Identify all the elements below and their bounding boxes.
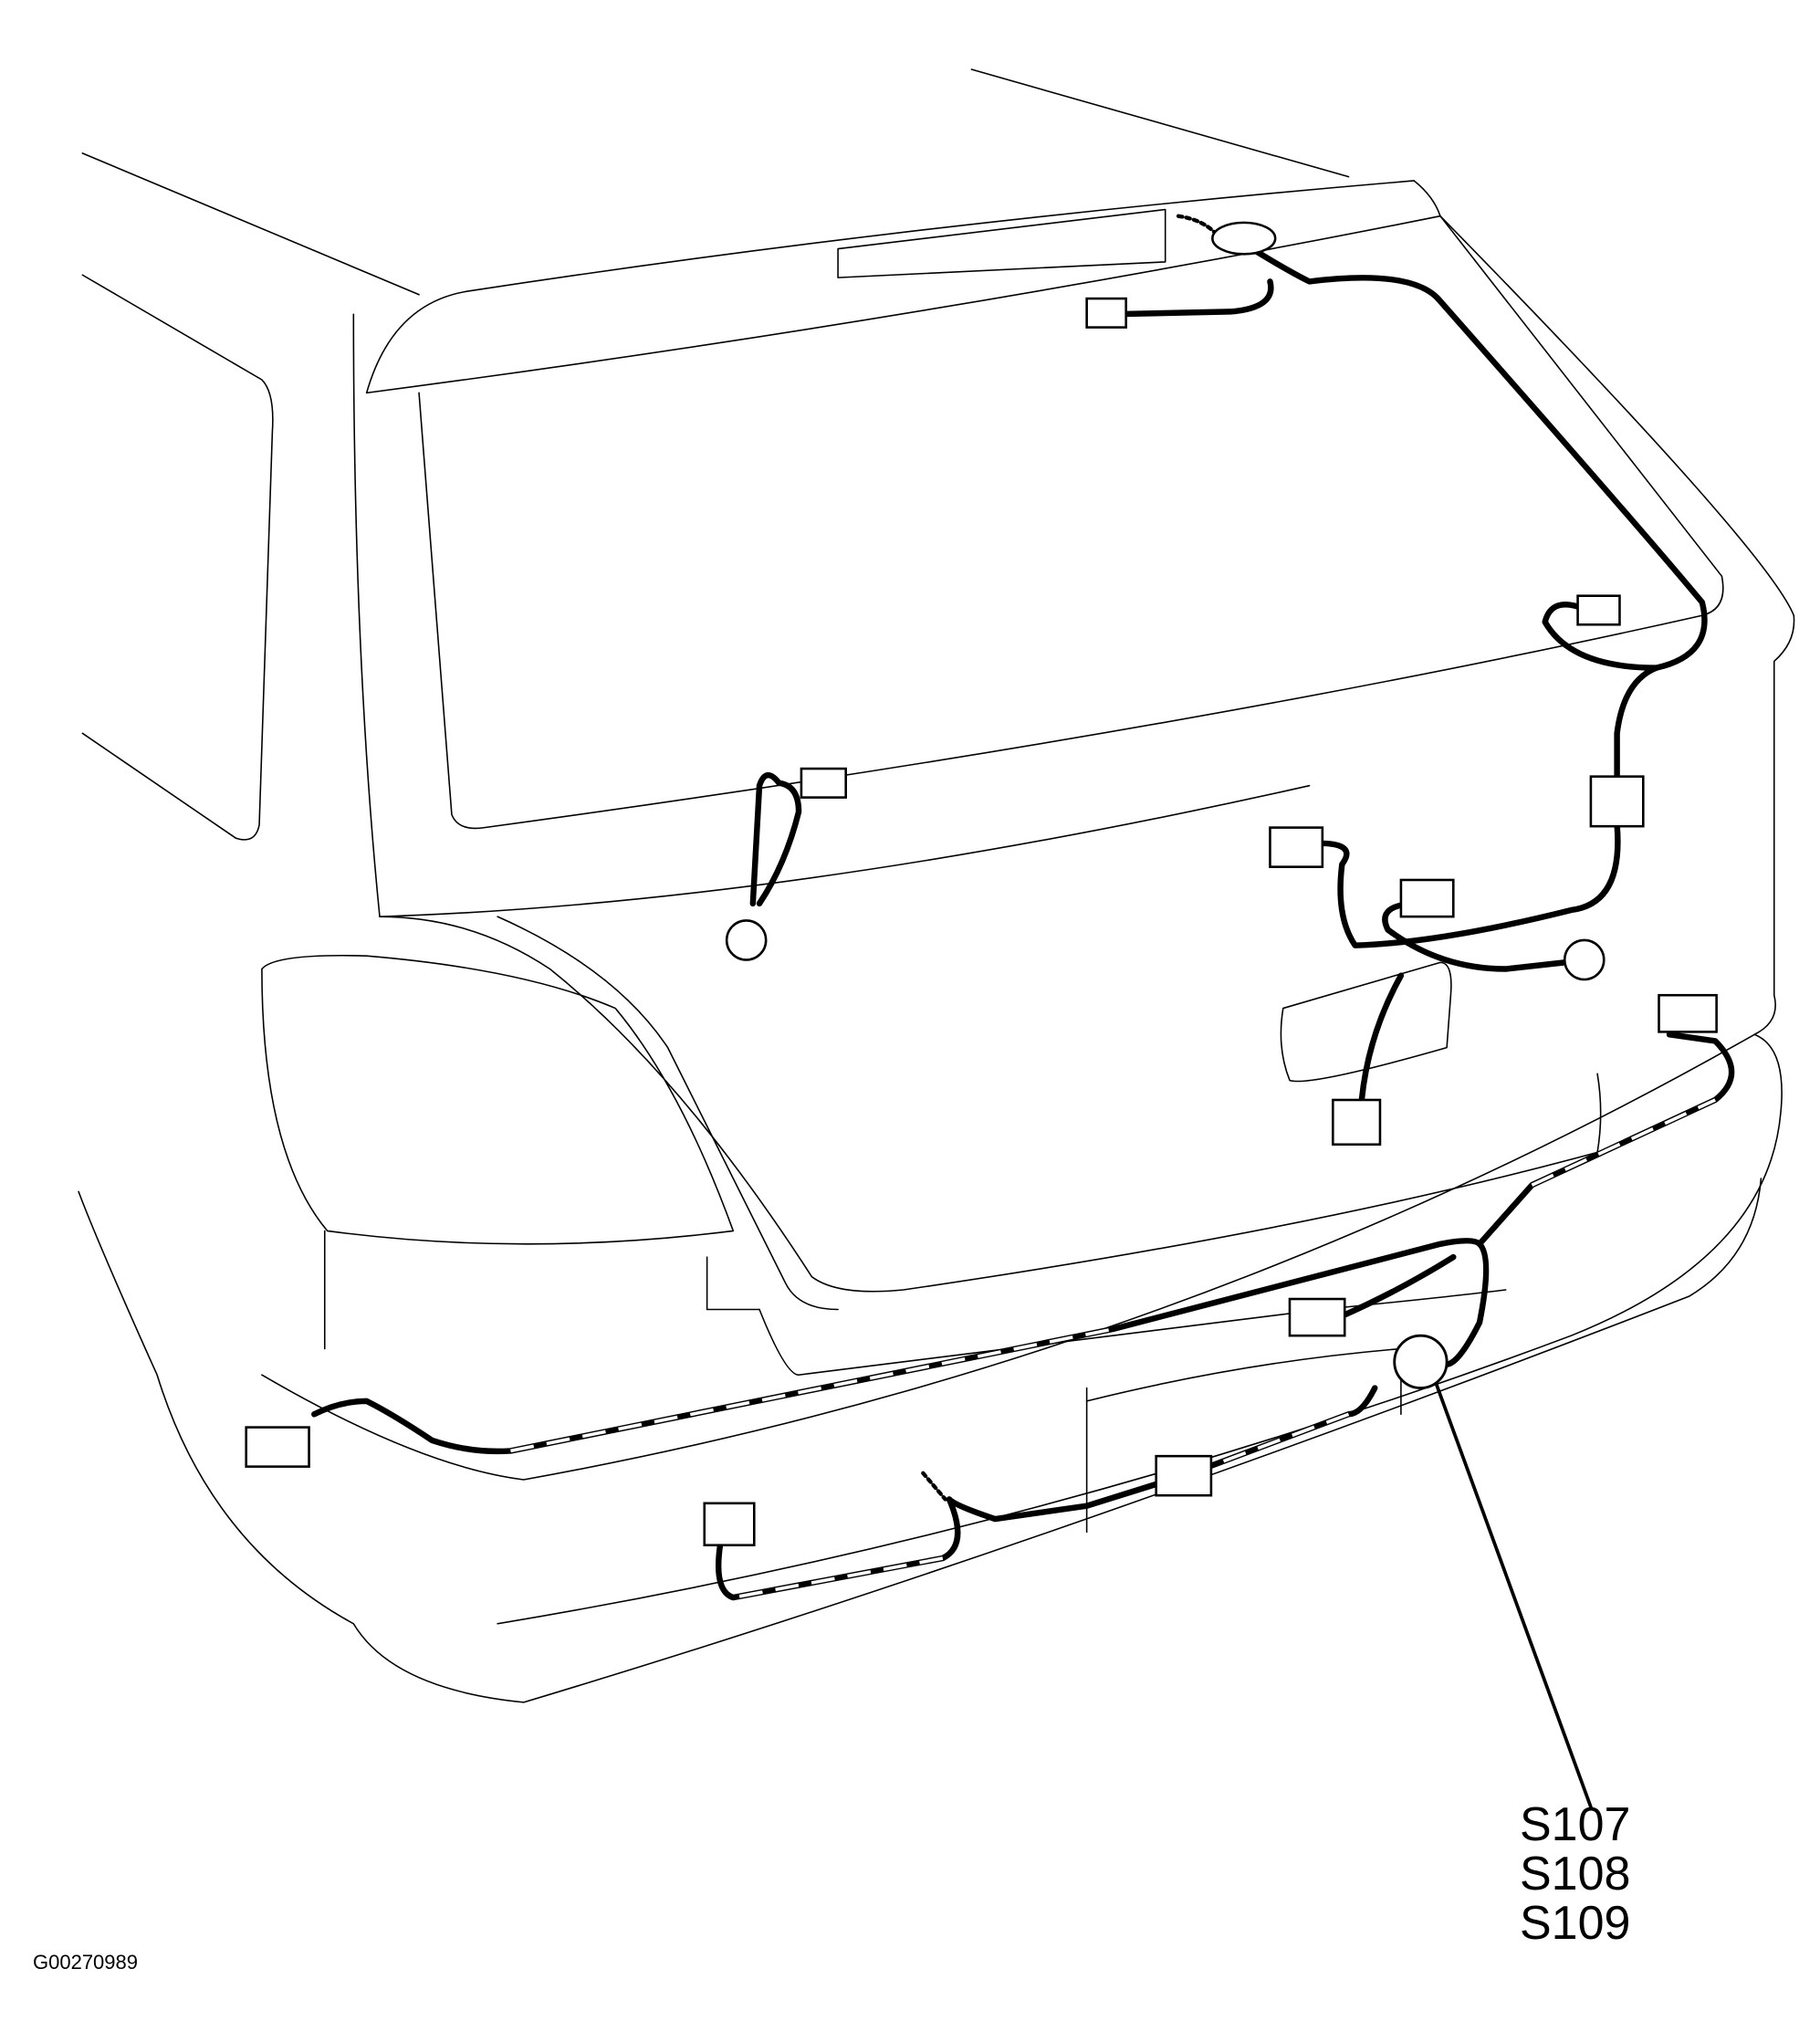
connectors: [245, 221, 1718, 1547]
splice-location-circle: [1393, 1334, 1449, 1390]
ground-terminal: [725, 919, 768, 961]
splice-label: S108: [1520, 1848, 1631, 1901]
figure-code: G00270989: [33, 1951, 138, 1974]
vehicle-body-outline: [78, 68, 1795, 1703]
connector: [1399, 878, 1455, 918]
grommet: [1211, 221, 1277, 256]
connector: [245, 1426, 310, 1468]
splice-callout-labels: S107 S108 S109: [1520, 1800, 1630, 1948]
connector: [1155, 1454, 1213, 1497]
connector: [800, 767, 847, 799]
splice-label: S109: [1520, 1897, 1631, 1950]
connector: [703, 1502, 756, 1547]
connector: [1589, 775, 1645, 828]
connector: [1288, 1297, 1346, 1337]
connector: [1576, 594, 1621, 626]
connector: [1269, 826, 1324, 868]
connector: [1085, 297, 1127, 329]
wire-harness: [311, 214, 1735, 1601]
connector: [1332, 1098, 1382, 1147]
connector: [1658, 993, 1718, 1033]
callout-leader-line: [1434, 1382, 1593, 1809]
ground-terminal: [1563, 938, 1606, 981]
splice-label: S107: [1520, 1798, 1631, 1851]
